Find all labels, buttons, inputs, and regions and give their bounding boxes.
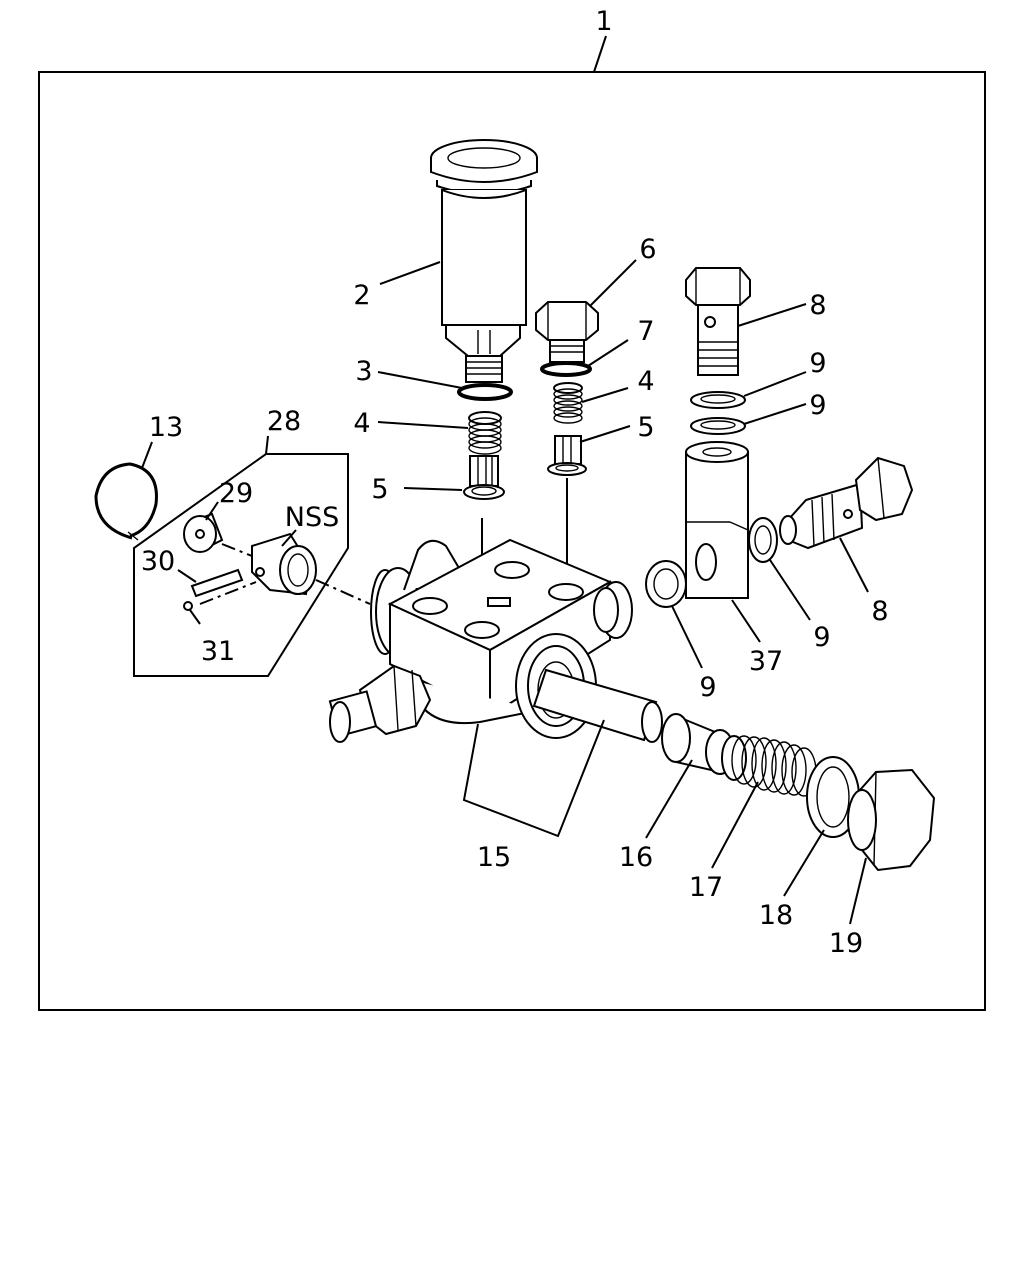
part-check-valve-5-right — [547, 435, 587, 476]
label-13: 13 — [149, 412, 183, 443]
label-4-left: 4 — [353, 408, 370, 439]
axis-line-collar — [315, 579, 371, 605]
part-labels: 1 2 3 4 5 6 7 4 5 8 9 9 8 9 37 9 13 28 2… — [141, 6, 889, 959]
part-o-ring-7 — [540, 361, 592, 377]
part-eye-bolt-8-top — [685, 267, 751, 376]
part-plug-6 — [535, 301, 599, 363]
label-37: 37 — [749, 646, 783, 677]
part-check-valve-5-left — [463, 455, 505, 500]
part-priming-pump — [430, 139, 538, 383]
part-ring-31 — [183, 601, 193, 611]
label-28: 28 — [267, 406, 301, 437]
label-1: 1 — [595, 6, 612, 37]
label-9-c: 9 — [813, 622, 830, 653]
label-2: 2 — [353, 280, 370, 311]
label-30: 30 — [141, 546, 175, 577]
leader-lines — [141, 35, 869, 925]
part-spring-4-left — [468, 411, 502, 455]
part-adapter-37 — [685, 441, 749, 599]
label-nss: NSS — [285, 502, 339, 533]
part-washer-9-b — [690, 417, 746, 435]
label-7: 7 — [637, 316, 654, 347]
part-pump-body-15 — [328, 538, 663, 743]
label-4-right: 4 — [637, 366, 654, 397]
label-5-left: 5 — [371, 474, 388, 505]
part-eye-bolt-8-right — [779, 456, 914, 550]
part-o-ring-3 — [457, 383, 513, 401]
part-spring-4-right — [553, 382, 583, 424]
part-washer-9-a — [690, 391, 746, 409]
label-6: 6 — [639, 234, 656, 265]
label-15: 15 — [477, 842, 511, 873]
part-pin-30 — [190, 568, 244, 598]
label-31: 31 — [201, 636, 235, 667]
label-3: 3 — [355, 356, 372, 387]
label-9-b: 9 — [809, 390, 826, 421]
part-spring-17 — [721, 735, 817, 797]
label-19: 19 — [829, 928, 863, 959]
part-plug-19 — [847, 768, 936, 872]
axis-line-group — [221, 543, 253, 557]
label-18: 18 — [759, 900, 793, 931]
part-washer-9-c — [748, 517, 778, 563]
label-5-right: 5 — [637, 412, 654, 443]
label-8-right: 8 — [871, 596, 888, 627]
label-29: 29 — [219, 478, 253, 509]
part-collar-nss — [251, 532, 317, 596]
part-washer-9-d — [645, 560, 687, 608]
label-9-a: 9 — [809, 348, 826, 379]
label-16: 16 — [619, 842, 653, 873]
assembly-frame — [38, 71, 986, 1011]
label-17: 17 — [689, 872, 723, 903]
part-snap-ring-13 — [94, 462, 158, 541]
part-bushing-29 — [183, 512, 224, 553]
axis-line-pin — [199, 581, 257, 605]
label-8-top: 8 — [809, 290, 826, 321]
label-9-d: 9 — [699, 672, 716, 703]
group-outline-28 — [133, 453, 349, 677]
